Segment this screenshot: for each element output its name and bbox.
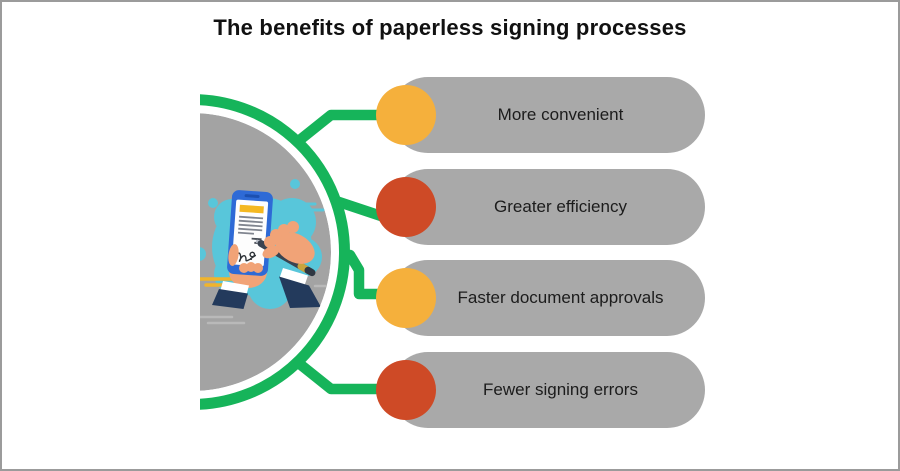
- benefit-pill-4: Fewer signing errors: [376, 351, 705, 428]
- teal-accent-lines: [281, 202, 325, 212]
- connector-3: [344, 249, 394, 300]
- benefit-bullet-2: [376, 176, 436, 237]
- connector-4: [295, 359, 404, 395]
- gray-disc: [200, 113, 331, 391]
- green-ring: [200, 94, 350, 410]
- phone-signing-illustration: [200, 94, 404, 410]
- document-text-lines: [237, 215, 264, 235]
- phone-speaker: [244, 194, 260, 198]
- benefit-bullet-4: [376, 359, 436, 420]
- right-hand: [262, 221, 315, 264]
- left-suit-sleeve: [212, 289, 248, 309]
- signature-scribble: [234, 251, 257, 262]
- right-shirt-cuff: [279, 268, 308, 286]
- benefit-label-4: Fewer signing errors: [483, 379, 638, 399]
- connector-1: [295, 109, 404, 145]
- benefit-label-3: Faster document approvals: [457, 288, 664, 307]
- benefit-bullet-3: [376, 268, 436, 328]
- teal-dot: [218, 265, 224, 271]
- teal-dot: [200, 247, 206, 261]
- smartphone: [227, 190, 273, 276]
- gray-accent-lines: [200, 284, 331, 325]
- benefit-label-1: More convenient: [497, 105, 624, 124]
- benefit-pill-3: Faster document approvals: [376, 260, 705, 336]
- page-title: The benefits of paperless signing proces…: [213, 15, 687, 40]
- benefit-pill-2: Greater efficiency: [376, 168, 705, 245]
- benefit-label-2: Greater efficiency: [494, 196, 627, 216]
- connector-lines: [295, 109, 404, 395]
- benefit-pill-1: More convenient: [376, 77, 705, 153]
- benefit-bullet-1: [376, 85, 436, 145]
- document-header-bar: [239, 204, 264, 214]
- right-suit-sleeve: [279, 276, 321, 308]
- teal-dot: [290, 179, 300, 189]
- left-hand-fingers: [228, 244, 263, 273]
- teal-dot: [208, 198, 218, 208]
